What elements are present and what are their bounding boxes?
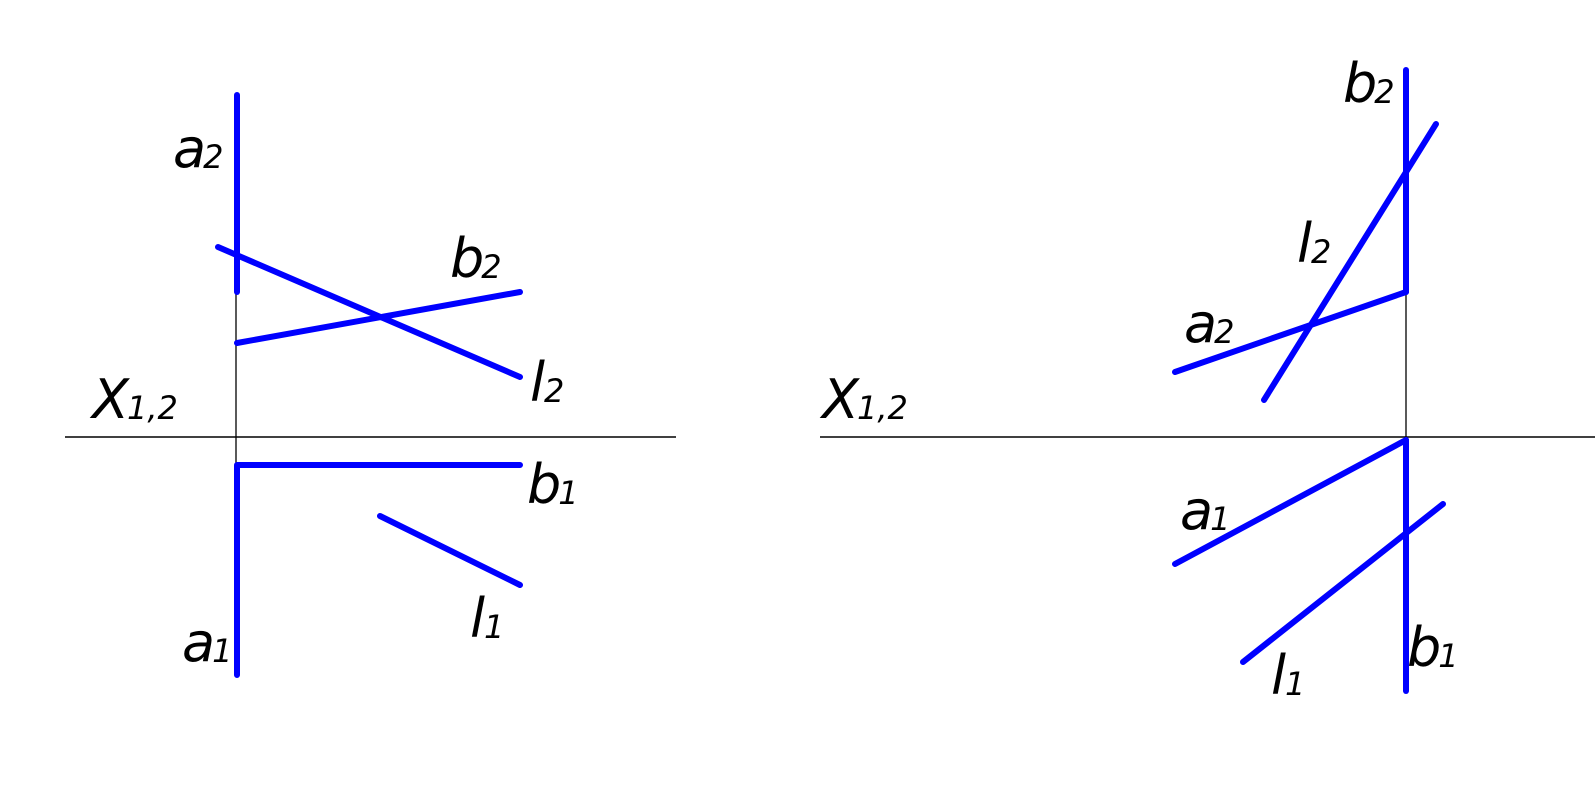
line-a1-b1: [234, 462, 523, 678]
label-a2: a2: [1184, 292, 1234, 355]
label-b1: b1: [1407, 616, 1459, 679]
right-diagram: X1,2 b2 l2 a2 a1 b1 l1: [819, 52, 1595, 707]
line-l2: [215, 244, 523, 380]
label-l2: l2: [1297, 212, 1331, 275]
line-l1: [1240, 501, 1446, 665]
label-l2: l2: [530, 351, 564, 414]
label-axis-x12: X1,2: [819, 368, 908, 431]
line-a2: [1172, 289, 1409, 375]
line-l1: [377, 513, 523, 588]
label-a1: a1: [182, 611, 232, 674]
label-a1: a1: [1180, 479, 1230, 542]
label-a2: a2: [173, 117, 223, 180]
left-diagram: X1,2 a2 b2 l2 b1 a1 l1: [65, 92, 676, 678]
label-b2: b2: [1343, 52, 1395, 115]
label-l1: l1: [470, 587, 504, 650]
label-b2: b2: [450, 227, 502, 290]
label-b1: b1: [527, 453, 579, 516]
line-a1: [1172, 437, 1409, 567]
label-l1: l1: [1271, 644, 1305, 707]
line-l2: [1261, 121, 1439, 403]
label-axis-x12: X1,2: [89, 368, 178, 431]
line-b2: [234, 289, 523, 346]
